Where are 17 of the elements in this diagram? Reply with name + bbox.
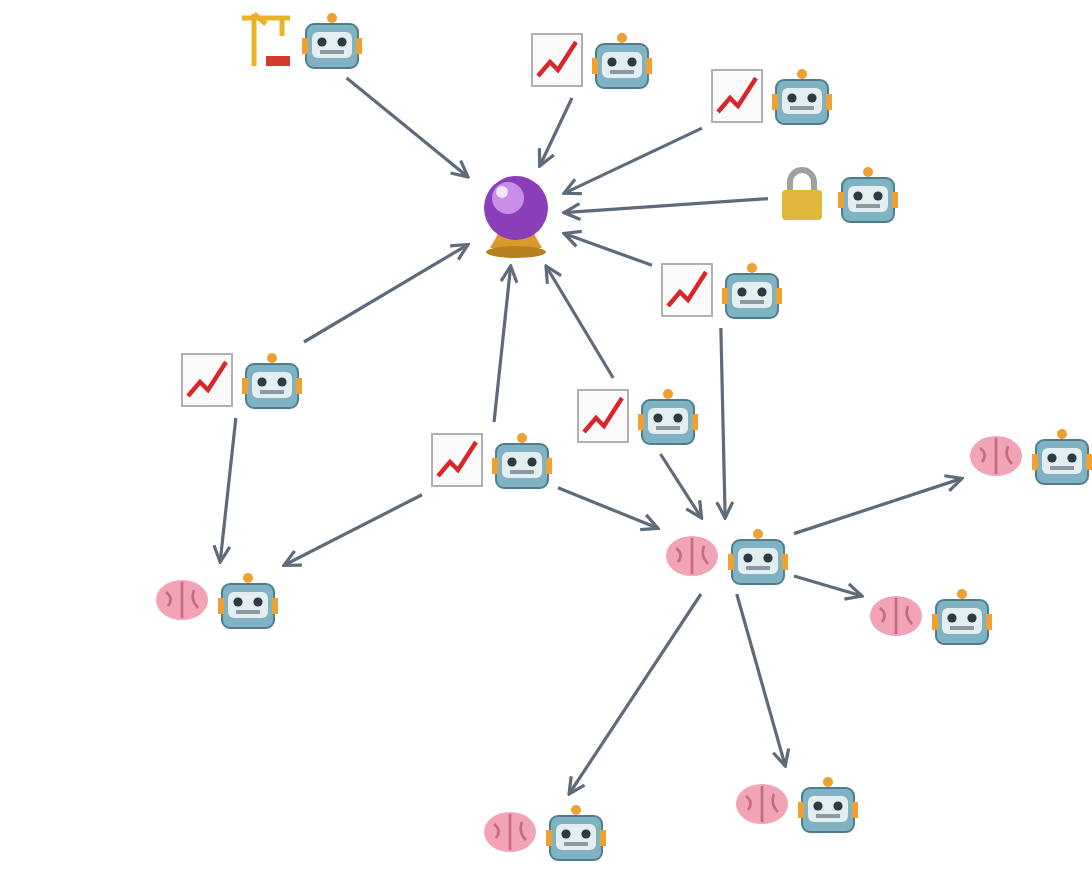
arrow (537, 97, 574, 168)
arrow (562, 126, 703, 196)
arrow (557, 486, 660, 532)
arrow (715, 327, 735, 520)
arrow (282, 493, 423, 567)
arrow (793, 574, 864, 601)
arrow (562, 197, 769, 222)
arrow (544, 264, 615, 379)
arrow (735, 593, 791, 768)
arrow (562, 229, 653, 267)
arrow (492, 264, 519, 423)
arrow (793, 474, 964, 536)
arrow (659, 453, 704, 520)
arrow (567, 593, 703, 796)
arrow (345, 76, 470, 179)
arrow (303, 242, 470, 344)
arrow (212, 417, 238, 564)
